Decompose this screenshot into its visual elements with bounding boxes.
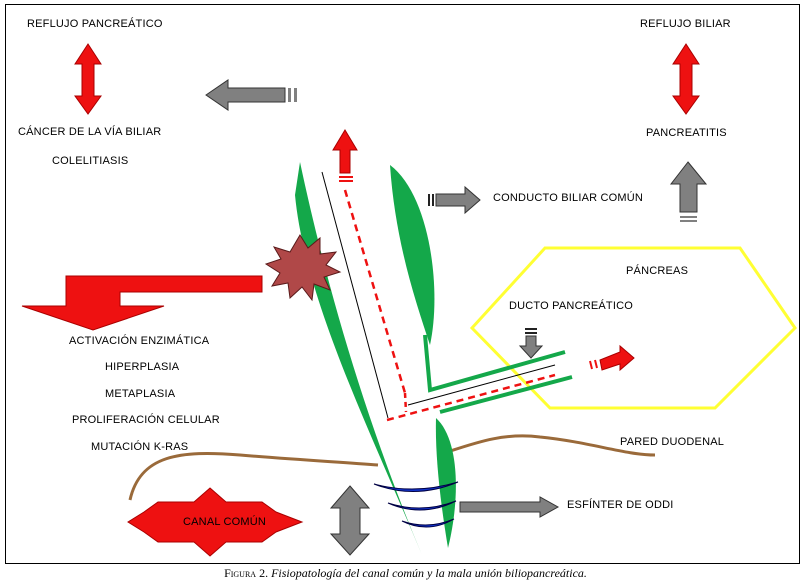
gray-arrow-right-conducto-icon: [428, 185, 481, 215]
double-arrow-vertical-red-left-icon: [74, 43, 102, 115]
label-ducto-pancreatico: DUCTO PANCREÁTICO: [509, 300, 634, 312]
red-arrow-up-icon: [332, 129, 358, 182]
tumor-starburst-icon: [264, 234, 342, 302]
label-pancreas: PÁNCREAS: [626, 265, 689, 277]
pancreatic-duct-wall-upper: [423, 334, 566, 393]
label-colelitiasis: COLELITIASIS: [52, 155, 129, 167]
caption-figure-number: Figura 2.: [224, 566, 269, 580]
bile-duct-inner-line: [321, 171, 389, 419]
gray-arrow-right-esfinter-icon: [459, 496, 560, 518]
pancreas-outline: [469, 246, 797, 410]
double-arrow-vertical-red-right-icon: [672, 43, 700, 115]
duodenal-wall-right: [437, 434, 656, 457]
figure-caption: Figura 2. Fisiopatología del canal común…: [0, 566, 811, 581]
label-activacion-enzimatica: ACTIVACIÓN ENZIMÁTICA: [69, 335, 210, 347]
gray-arrow-left-icon: [205, 79, 297, 111]
double-arrow-vertical-gray-icon: [329, 485, 371, 556]
reflux-path-dashed-corner: [403, 392, 408, 413]
label-conducto-biliar-comun: CONDUCTO BILIAR COMÚN: [493, 192, 644, 204]
duodenal-wall: [128, 452, 379, 501]
sphincter-ring-1: [373, 481, 459, 492]
label-cancer-via-biliar: CÁNCER DE LA VÍA BILIAR: [18, 126, 162, 138]
label-hiperplasia: HIPERPLASIA: [105, 361, 180, 373]
label-metaplasia: METAPLASIA: [105, 388, 176, 400]
caption-text: Fisiopatología del canal común y la mala…: [271, 566, 587, 580]
red-bent-arrow-icon: [21, 275, 263, 331]
bile-duct-wall-left: [295, 162, 422, 555]
label-reflujo-biliar: REFLUJO BILIAR: [640, 18, 731, 30]
canal-comun-star: [127, 487, 304, 557]
gray-arrow-down-icon: [518, 328, 544, 359]
pancreatic-duct-wall-lower: [439, 375, 573, 414]
duct-lower-wall: [435, 418, 456, 548]
pancreatic-duct-inner-line: [407, 364, 556, 406]
label-pared-duodenal: PARED DUODENAL: [620, 436, 725, 448]
sphincter-ring-2: [387, 500, 457, 511]
sphincter-ring-3: [401, 518, 455, 528]
bile-duct-wall-right: [390, 165, 435, 345]
label-esfinter-oddi: ESFÍNTER DE ODDI: [567, 499, 674, 511]
label-pancreatitis: PANCREATITIS: [646, 127, 727, 139]
red-arrow-right-icon: [589, 344, 635, 372]
label-canal-comun: CANAL COMÚN: [183, 516, 267, 528]
label-mutacion-kras: MUTACIÓN K-RAS: [91, 441, 189, 453]
gray-arrow-up-icon: [669, 161, 708, 222]
label-reflujo-pancreatico: REFLUJO PANCREÁTICO: [27, 18, 163, 30]
reflux-path-dashed-bottom: [386, 373, 556, 422]
label-proliferacion-celular: PROLIFERACIÓN CELULAR: [72, 414, 220, 426]
